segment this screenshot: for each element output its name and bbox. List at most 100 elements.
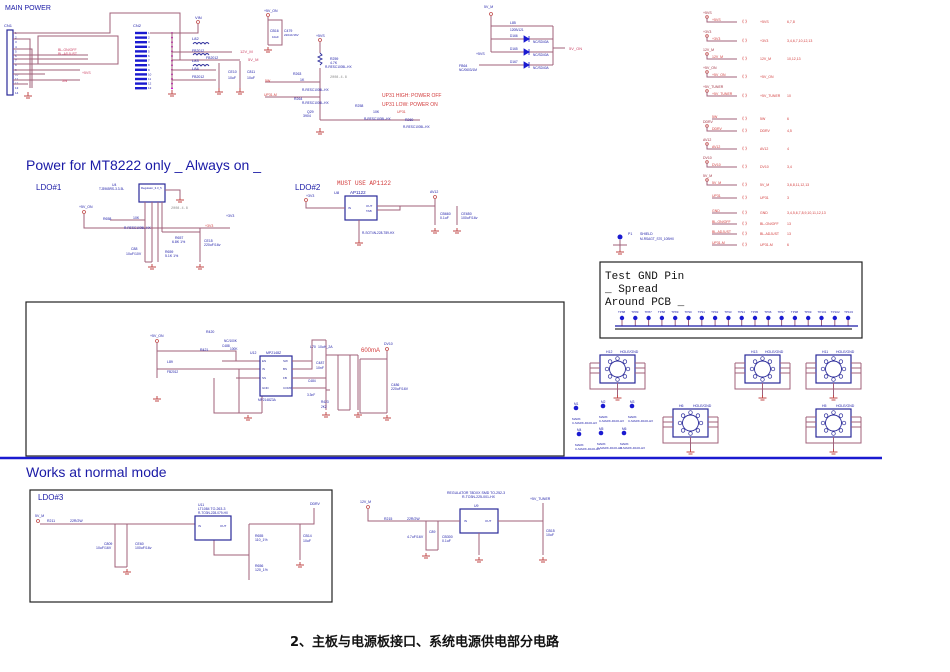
net-port-pages: 3 bbox=[787, 196, 789, 200]
fiducial-mark-icon bbox=[629, 403, 635, 409]
ground-icon bbox=[758, 395, 767, 401]
net-port-wire-label: GND bbox=[712, 209, 720, 213]
ldo3-frame bbox=[29, 489, 333, 603]
net-port-label: BL-ON/OFF bbox=[760, 222, 779, 226]
r211-value: 22R/2W bbox=[70, 519, 83, 523]
cn2-ref: CN2 bbox=[133, 23, 142, 28]
cn2-pin bbox=[135, 41, 147, 44]
ce650-value: 100uF/16v bbox=[461, 216, 478, 220]
d166-part: NC/SD40A bbox=[533, 40, 549, 44]
cn2-pin-label: 11 bbox=[148, 77, 151, 81]
net-port-source: 12V_M bbox=[703, 48, 714, 52]
cn2-pin bbox=[135, 64, 147, 67]
c89-ref: C89 bbox=[429, 530, 435, 534]
diode-icon bbox=[523, 35, 530, 69]
mark-label: MARK bbox=[599, 415, 608, 419]
cb15-ref: CB15 bbox=[546, 529, 555, 533]
ce15-value: 220uF/16v bbox=[204, 243, 221, 247]
test-point-icon bbox=[686, 315, 691, 321]
cn1-pin-label: 3 bbox=[15, 40, 17, 44]
net-5w: 5W bbox=[62, 79, 68, 83]
ldo1-label: LDO#1 bbox=[36, 183, 62, 192]
r211-ref: R211 bbox=[47, 519, 55, 523]
net-5v-m-diode: 5V_M bbox=[484, 5, 493, 9]
cb16-ref: CB16 bbox=[270, 29, 279, 33]
hole-ref: H5 bbox=[822, 404, 827, 408]
test-point-icon bbox=[806, 315, 811, 321]
net-port-label: AV12 bbox=[760, 147, 768, 151]
test-point-label: TP98 bbox=[791, 310, 799, 314]
hole-ref: H11 bbox=[822, 350, 828, 354]
mark-ref: M5 bbox=[599, 427, 604, 431]
ce60-ref: CE60 bbox=[135, 542, 144, 546]
u8-pin-out: OUT bbox=[366, 204, 373, 208]
net-port-source: 5V_M bbox=[703, 174, 712, 178]
r655-value: 110_1% bbox=[255, 538, 268, 542]
ce10-value: 10uF bbox=[228, 76, 236, 80]
r258-part: R-RESC1005L-HX bbox=[364, 117, 391, 121]
q29-part: 3904 bbox=[303, 114, 311, 118]
c479-value: 220nF/16V bbox=[284, 33, 299, 37]
ldo1-out-net: +3V3 bbox=[205, 224, 213, 228]
test-point-label: TP88 bbox=[618, 310, 626, 314]
fb64-ref: FB64 bbox=[459, 64, 467, 68]
mark-ref: M6 bbox=[622, 427, 627, 431]
cn2-pin bbox=[135, 50, 147, 53]
off-page-connector-icon: 《 》 bbox=[740, 242, 749, 247]
net-port-pages: 10,12,13 bbox=[787, 57, 801, 61]
net-port-wire-label: 5W bbox=[712, 115, 718, 119]
cb16-value: 10uF bbox=[272, 35, 279, 39]
test-point-label: TP89 bbox=[631, 310, 639, 314]
net-bl-onoff: BL-ON/OFF bbox=[58, 48, 77, 52]
cn2-pin-label: 7 bbox=[148, 59, 150, 63]
mark-ref: M2 bbox=[601, 400, 606, 404]
off-page-connector-icon: 《 》 bbox=[740, 164, 749, 169]
u12-pin-right: FB bbox=[283, 376, 287, 380]
off-page-connector-icon: 《 》 bbox=[740, 74, 749, 79]
tuner-reg-title: REGULATOR 78DXX SMD TO-252-3 bbox=[447, 491, 505, 495]
c811-ref: C811 bbox=[247, 70, 255, 74]
buck-current-note: 600mA bbox=[361, 348, 380, 354]
test-point-icon bbox=[739, 315, 744, 321]
cn2-pin-label: 12 bbox=[148, 82, 152, 86]
net-port-source: DDRV bbox=[703, 120, 714, 124]
section-main-power-title: MAIN POWER bbox=[5, 5, 51, 12]
test-point-icon bbox=[712, 315, 718, 321]
r259-part: R-RESC1005L-HX bbox=[325, 65, 352, 69]
test-point-icon bbox=[673, 315, 678, 321]
ce15-ref: CE15 bbox=[204, 239, 213, 243]
l83-ref: L83 bbox=[192, 58, 199, 63]
c88-value: 10uF/10V bbox=[126, 252, 142, 256]
cn2-pin bbox=[135, 87, 147, 90]
ldo1-date: 2008.4.8 bbox=[171, 207, 188, 211]
off-page-connector-icon: 《 》 bbox=[740, 231, 749, 236]
c484-ref: C484 bbox=[308, 379, 316, 383]
test-point-label: TP103 bbox=[844, 310, 853, 314]
ground-icon bbox=[24, 92, 32, 99]
r658-ref: R658 bbox=[103, 217, 111, 221]
r423-ref: R423 bbox=[321, 400, 329, 404]
u4-part: TJ3965RS-3.3-5L bbox=[99, 187, 124, 191]
test-point-label: TP89 bbox=[671, 310, 679, 314]
net-12v-m: 12V_M bbox=[240, 49, 253, 54]
net-port-pages: 6,7,8 bbox=[787, 20, 795, 24]
u8-pin-in: IN bbox=[348, 206, 351, 210]
cn2-pin-label: 4 bbox=[148, 45, 150, 49]
c479-ref: C479 bbox=[284, 29, 292, 33]
mark-ref: M4 bbox=[577, 428, 582, 432]
net-port-label: GND bbox=[760, 211, 768, 215]
net-port-pages: 6 bbox=[787, 117, 789, 121]
cn2-pin bbox=[135, 54, 147, 58]
test-point-label: TP88 bbox=[658, 310, 666, 314]
revision-date: 2008.4.8 bbox=[330, 76, 347, 80]
mark-part: C-MARK-D100-HX bbox=[597, 446, 622, 450]
mark-label: MARK bbox=[628, 415, 637, 419]
net-port-label: +5V_TUNER bbox=[760, 94, 781, 98]
test-point-icon bbox=[819, 315, 824, 321]
hole-ref: H6 bbox=[679, 404, 684, 408]
r264-part: R-RESC1005L-HX bbox=[302, 101, 329, 105]
ground-icon bbox=[686, 449, 695, 455]
test-point-icon bbox=[646, 315, 651, 321]
r658-part: R-RESC1005L-HX bbox=[124, 226, 151, 230]
test-point-icon bbox=[699, 315, 704, 321]
